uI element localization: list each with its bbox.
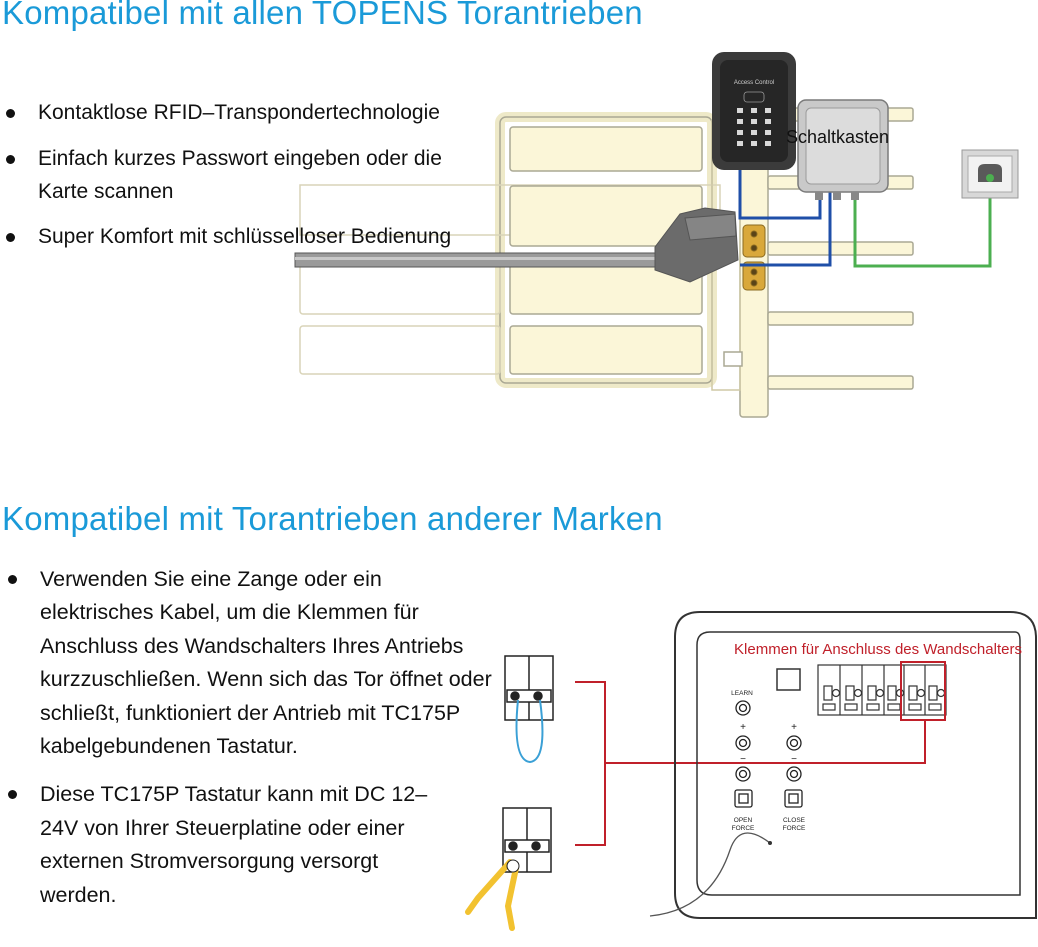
terminal-block-pliers bbox=[502, 807, 552, 873]
bullet-short-circuit: Verwenden Sie eine Zange oder ein elektr… bbox=[8, 563, 495, 763]
keypad-brand: Access Control bbox=[734, 80, 774, 86]
open-force-label-1: OPEN bbox=[734, 817, 753, 824]
terminal-block-wired bbox=[504, 655, 554, 764]
section-1-bullets: Kontaktlose RFID–Transpondertechnologie … bbox=[6, 96, 538, 266]
open-force-label-2: FORCE bbox=[732, 825, 755, 832]
terminal-label: Klemmen für Anschluss des Wandschalters bbox=[734, 641, 1022, 658]
learn-label: LEARN bbox=[731, 690, 753, 697]
gate-opener bbox=[294, 207, 739, 283]
keypad-device: Access Control bbox=[712, 52, 796, 170]
minus-close: − bbox=[791, 754, 797, 765]
plus-close: + bbox=[791, 722, 797, 733]
power-socket-icon bbox=[961, 149, 1019, 199]
section-2-heading: Kompatibel mit Torantrieben anderer Mark… bbox=[2, 500, 663, 537]
red-wires bbox=[575, 681, 926, 846]
bullet-password: Einfach kurzes Passwort eingeben oder di… bbox=[6, 142, 478, 208]
close-force-label-1: CLOSE bbox=[783, 817, 806, 824]
board-buttons bbox=[734, 700, 803, 808]
minus-open: − bbox=[740, 754, 746, 765]
control-board bbox=[674, 611, 1037, 919]
hinge-brackets bbox=[742, 224, 766, 291]
green-wire bbox=[853, 180, 992, 268]
terminal-strip bbox=[817, 664, 947, 716]
terminal-highlight bbox=[900, 661, 946, 721]
bullet-power-supply: Diese TC175P Tastatur kann mit DC 12–24V… bbox=[8, 778, 445, 912]
control-box bbox=[797, 99, 889, 200]
section-2-bullets: Verwenden Sie eine Zange oder ein elektr… bbox=[8, 563, 495, 927]
bullet-rfid: Kontaktlose RFID–Transpondertechnologie bbox=[6, 96, 538, 130]
blue-wires bbox=[738, 168, 832, 267]
bullet-keyless: Super Komfort mit schlüsselloser Bedienu… bbox=[6, 220, 538, 254]
gate-wiring-diagram: Access Control Schaltkasten bbox=[294, 52, 1019, 418]
control-box-label: Schaltkasten bbox=[786, 127, 889, 147]
close-force-label-2: FORCE bbox=[783, 825, 806, 832]
plus-open: + bbox=[740, 722, 746, 733]
section-1-heading: Kompatibel mit allen TOPENS Torantrieben bbox=[2, 0, 643, 31]
power-cable bbox=[649, 832, 771, 917]
